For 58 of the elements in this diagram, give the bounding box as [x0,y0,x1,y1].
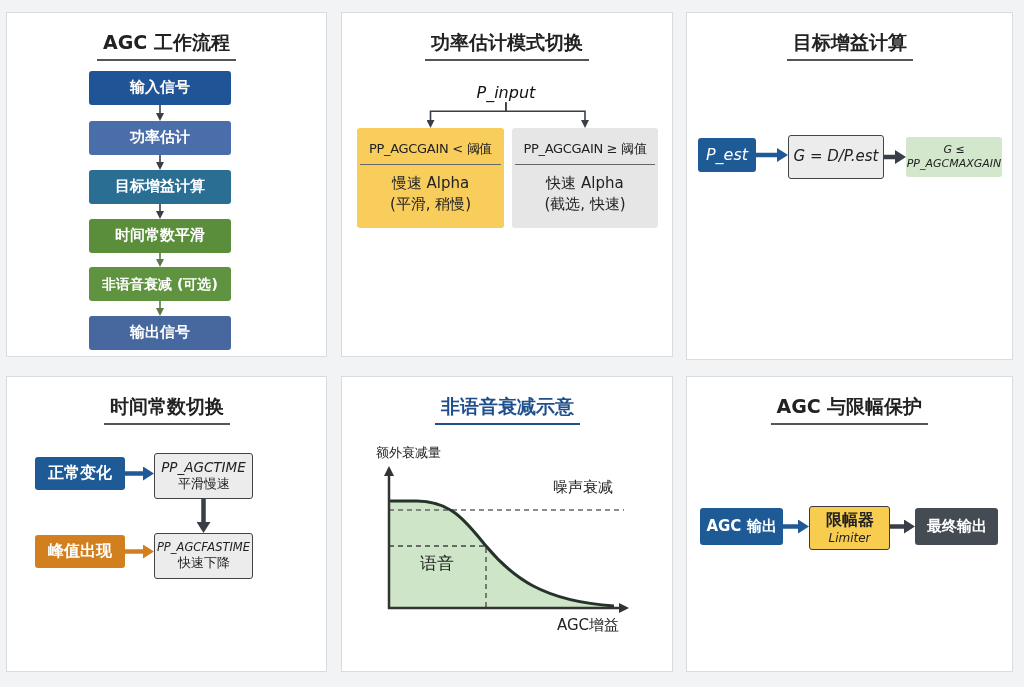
process-box: 目标增益计算 [89,170,231,204]
arrow [756,148,788,162]
process-box: AGC 输出 [700,508,783,545]
panel-title: 功率估计模式切换 [425,30,589,61]
signal-label: P_input [476,83,536,103]
chart-label: 噪声衰减 [553,478,613,496]
panel [686,12,1013,360]
arrow [156,300,164,316]
box-heading: PP_AGCTIME [161,458,246,477]
condition-box [357,128,504,228]
panel [6,376,327,672]
limiter-box [809,506,890,550]
arrow [196,499,211,533]
arrow [156,252,164,267]
panel-title: AGC 工作流程 [97,30,236,61]
chart-label: 语音 [420,553,454,574]
box-heading: PP_AGCGAIN ≥ 阈值 [515,141,655,165]
arrow [156,154,164,170]
panel-title: 目标增益计算 [786,30,913,61]
panel-title: 时间常数切换 [103,394,230,425]
panel-title: 非语音衰减示意 [434,394,580,425]
process-box: P_est [698,138,756,172]
panel [341,12,673,357]
formula-box: G = D/P.est [788,135,884,179]
process-box: 正常变化 [35,457,125,490]
arrow [783,519,809,534]
process-box: 最终输出 [915,508,998,545]
box-heading: PP_AGCGAIN < 阈值 [360,141,501,165]
panel-title: AGC 与限幅保护 [770,394,929,425]
process-box: 时间常数平滑 [89,219,231,253]
process-box: 功率估计 [89,121,231,155]
box-text: 快速 Alpha (截选, 快速) [543,172,627,215]
arrow [156,203,164,219]
arrow [890,519,915,534]
box-heading: 限幅器 [825,509,874,531]
box-heading: PP_AGCFASTIME [156,540,251,555]
process-box: 峰值出现 [35,535,125,568]
box-text: Limiter [828,530,871,547]
panel [341,376,673,672]
panel [686,376,1013,672]
box-text: 快速下降 [177,555,230,572]
parameter-box [154,453,253,499]
limit-box: G ≤ PP_AGCMAXGAIN [906,137,1002,177]
arrow [505,101,589,128]
arrow [125,544,154,559]
axis-label: 额外衰减量 [376,445,441,461]
box-text: 慢速 Alpha (平滑, 稍慢) [388,172,473,215]
parameter-box [154,533,253,579]
arrow [884,150,906,164]
arrow [156,104,164,121]
axis-label: AGC增益 [557,616,620,634]
box-text: 平滑慢速 [177,476,230,494]
process-box: 输入信号 [89,71,231,105]
panel [6,12,327,357]
condition-box [512,128,658,228]
arrow [125,466,154,481]
process-box: 非语音衰减 (可选) [89,267,231,301]
process-box: 输出信号 [89,316,231,350]
